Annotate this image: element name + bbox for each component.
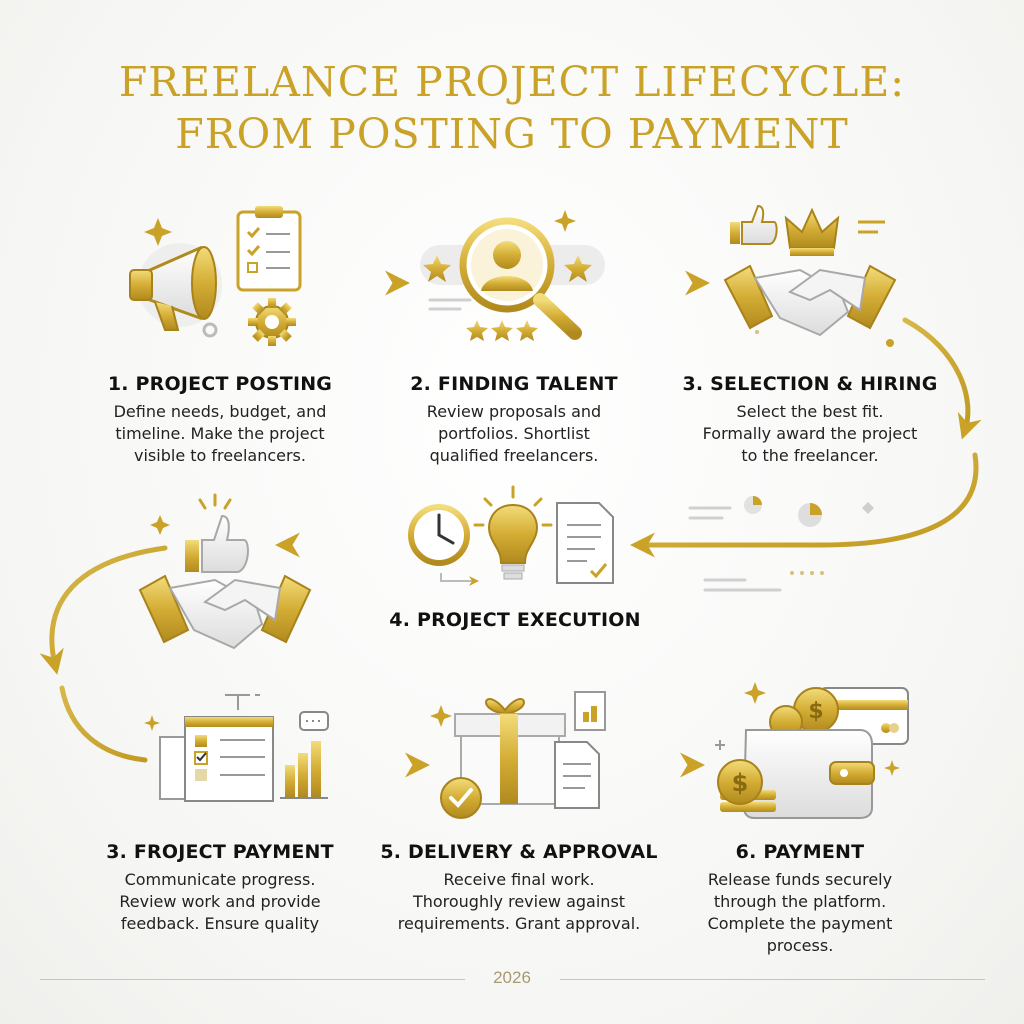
step-2-icon-group bbox=[415, 205, 615, 350]
handshake-icon bbox=[138, 574, 312, 650]
svg-text:$: $ bbox=[808, 699, 823, 724]
page-title: FREELANCE PROJECT LIFECYCLE: bbox=[118, 58, 906, 106]
check-badge-icon bbox=[440, 777, 482, 819]
small-gear-icon bbox=[202, 322, 218, 338]
clock-icon bbox=[408, 504, 479, 586]
step-3-description: Select the best fit.Formally award the p… bbox=[702, 402, 918, 465]
page-subtitle: FROM POSTING TO PAYMENT bbox=[175, 110, 849, 158]
step-6-title: 5. DELIVERY & APPROVAL bbox=[380, 841, 658, 863]
step-7-icon-group: $ $ bbox=[710, 680, 920, 825]
step-4-title: 4. PROJECT EXECUTION bbox=[389, 609, 641, 631]
document-icon bbox=[554, 741, 600, 809]
crown-icon bbox=[784, 207, 840, 256]
lightbulb-icon bbox=[473, 485, 553, 580]
star-icon bbox=[564, 255, 592, 282]
bar-chart-icon bbox=[280, 741, 328, 799]
clipboard-checklist-icon bbox=[236, 206, 302, 292]
curve-3-to-4 bbox=[630, 452, 979, 558]
curve-3-down bbox=[902, 317, 982, 440]
footer-rule-right bbox=[560, 979, 985, 980]
gift-box-icon bbox=[454, 698, 566, 805]
sparkle-icon bbox=[744, 682, 766, 704]
document-icon bbox=[556, 502, 614, 584]
curve-left-down bbox=[39, 545, 168, 675]
footer-year: 2026 bbox=[493, 968, 531, 987]
sparkle-icon bbox=[144, 218, 172, 246]
step-2-title: 2. FINDING TALENT bbox=[410, 373, 618, 395]
rating-stars-icon bbox=[466, 320, 538, 341]
sparkle-icon bbox=[884, 760, 900, 776]
step-1-title: 1. PROJECT POSTING bbox=[107, 373, 333, 395]
step-7-title: 6. PAYMENT bbox=[735, 841, 865, 863]
step-5-description: Communicate progress.Review work and pro… bbox=[119, 870, 321, 933]
gear-icon bbox=[248, 298, 296, 346]
step-6-description: Receive final work.Thoroughly review aga… bbox=[397, 870, 641, 933]
sparkle-icon bbox=[144, 715, 160, 731]
sparkle-icon bbox=[150, 515, 170, 535]
sparkle-icon bbox=[554, 210, 576, 232]
step-4-icon-group bbox=[405, 485, 635, 595]
footer-rule-left bbox=[40, 979, 465, 980]
star-icon bbox=[423, 255, 451, 282]
row-2-left-icon-group bbox=[130, 490, 320, 665]
thumbs-up-icon bbox=[185, 514, 249, 573]
report-mini-icon bbox=[574, 691, 606, 731]
coin-icon: $ bbox=[717, 759, 776, 812]
svg-text:$: $ bbox=[732, 769, 749, 797]
sparkle-icon bbox=[430, 705, 452, 727]
step-1-icon-group bbox=[120, 200, 320, 350]
step-3-icon-group bbox=[720, 200, 920, 350]
curve-left-to-row3 bbox=[59, 685, 148, 763]
chat-bubble-icon bbox=[299, 711, 329, 731]
step-6-icon-group bbox=[425, 680, 625, 820]
step-3-title: 3. SELECTION & HIRING bbox=[682, 373, 938, 395]
magnifier-person-icon bbox=[459, 217, 582, 340]
step-5-title: 3. FROJECT PAYMENT bbox=[106, 841, 334, 863]
handshake-icon bbox=[723, 264, 897, 337]
thumbs-up-icon bbox=[730, 204, 778, 245]
report-icon bbox=[159, 716, 274, 802]
step-5-icon-group bbox=[140, 685, 340, 805]
megaphone-icon bbox=[129, 243, 222, 331]
